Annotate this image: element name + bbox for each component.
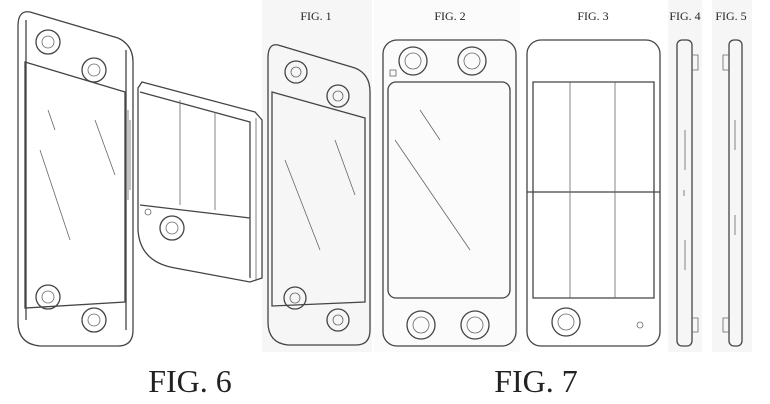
fig4-label: FIG. 4	[669, 9, 700, 23]
fig1-label: FIG. 1	[300, 9, 331, 23]
fig6-folded-device	[137, 81, 263, 283]
fig1-panel	[262, 0, 372, 352]
fig6-joystick-icon	[35, 29, 61, 55]
fig6-screen	[24, 61, 126, 309]
fig2-button-icon	[457, 46, 487, 76]
fig6-joystick-icon	[35, 284, 61, 310]
fig5-panel	[712, 0, 752, 352]
fig5-label: FIG. 5	[715, 9, 746, 23]
fig1-device	[267, 44, 371, 346]
fig3-label: FIG. 3	[577, 9, 608, 23]
fig7-label: FIG. 7	[494, 363, 578, 399]
fig4-device-side	[676, 39, 699, 347]
fig2-label: FIG. 2	[434, 9, 465, 23]
fig3-device-back	[526, 39, 661, 347]
fig6-button-icon	[81, 307, 107, 333]
fig6-button-icon	[81, 57, 107, 83]
fig2-panel	[374, 0, 520, 352]
fig4-panel	[668, 0, 702, 352]
fig6-label: FIG. 6	[148, 363, 232, 399]
fig5-device-side	[722, 39, 743, 347]
fig6-unfolded-device	[17, 11, 134, 347]
fig2-dpad-icon	[398, 46, 428, 76]
fig2-device-front	[382, 39, 517, 347]
fig2-screen	[387, 81, 511, 299]
